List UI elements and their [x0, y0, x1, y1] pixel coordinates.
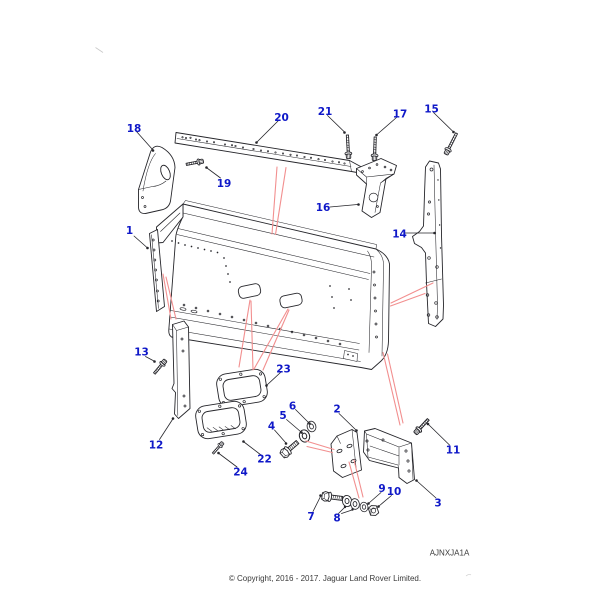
callout-label-1[interactable]: 1 [126, 225, 133, 237]
copyright-notice: © Copyright, 2016 - 2017. Jaguar Land Ro… [229, 574, 421, 583]
callout-label-4[interactable]: 4 [268, 421, 275, 433]
fastener-4-bolt [278, 437, 302, 460]
callout-label-22[interactable]: 22 [257, 454, 272, 466]
callout-label-20[interactable]: 20 [274, 112, 289, 124]
callout-label-15[interactable]: 15 [424, 104, 439, 116]
part-22-gasket [193, 399, 249, 441]
part-23-gasket [214, 367, 270, 409]
callout-label-24[interactable]: 24 [233, 467, 248, 479]
callout-label-17[interactable]: 17 [393, 109, 408, 121]
fastener-15-bolt [442, 131, 461, 157]
part-1-bulkhead-panel [149, 200, 390, 370]
callout-label-21[interactable]: 21 [318, 106, 333, 118]
callout-label-2[interactable]: 2 [333, 404, 340, 416]
callout-label-3[interactable]: 3 [434, 498, 441, 510]
callout-label-7[interactable]: 7 [307, 511, 314, 523]
stray-mark-bottom-right [465, 574, 472, 577]
part-18-corner-bracket [138, 145, 176, 214]
callout-label-14[interactable]: 14 [392, 229, 407, 241]
callout-label-18[interactable]: 18 [127, 123, 142, 135]
part-9-washer [359, 501, 369, 513]
stray-mark-top-left [95, 47, 104, 53]
part-12-pillar [171, 320, 191, 419]
part-16-mounting-bracket [356, 158, 397, 218]
figure-code: AJNXJA1A [430, 549, 470, 558]
fastener-17-bolt [370, 136, 380, 162]
assembly-reference-lines [162, 166, 434, 499]
panel-bottom-holes [179, 270, 378, 346]
panel-rivet-dots [171, 240, 354, 357]
callout-label-9[interactable]: 9 [378, 483, 385, 495]
callout-label-5[interactable]: 5 [279, 410, 286, 422]
part-10-nut [367, 505, 380, 516]
part-20-support-strip [174, 132, 363, 174]
callout-label-12[interactable]: 12 [149, 440, 164, 452]
fastener-21-bolt [343, 134, 353, 160]
fastener-7-bolt [320, 490, 344, 504]
callout-label-11[interactable]: 11 [446, 445, 461, 457]
part-14-side-panel [412, 160, 444, 327]
callout-leader-lines [133, 112, 455, 514]
strip-holes [181, 136, 346, 165]
callout-label-8[interactable]: 8 [333, 513, 340, 525]
callout-label-16[interactable]: 16 [316, 202, 331, 214]
callout-label-6[interactable]: 6 [289, 401, 296, 413]
callout-label-23[interactable]: 23 [276, 364, 291, 376]
callout-label-19[interactable]: 19 [217, 178, 232, 190]
fastener-11-bolt [412, 416, 432, 437]
fastener-19-bolt [185, 157, 205, 168]
callout-label-13[interactable]: 13 [134, 347, 149, 359]
part-3-bracket [363, 428, 415, 484]
callout-label-10[interactable]: 10 [387, 486, 402, 498]
